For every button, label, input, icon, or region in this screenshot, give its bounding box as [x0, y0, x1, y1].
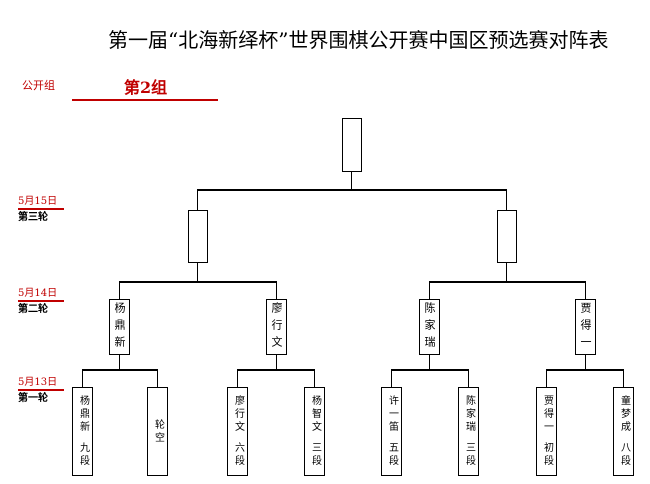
third-round-box-right	[497, 210, 517, 263]
first-round-box: 轮空	[147, 387, 168, 476]
player-name: 轮空	[152, 418, 164, 445]
player-name: 杨智文	[309, 395, 321, 434]
round-date: 5月15日	[18, 196, 58, 207]
round-name: 第二轮	[18, 304, 48, 315]
round-name: 第一轮	[18, 393, 48, 404]
second-round-box: 陈家瑞	[419, 299, 440, 355]
player-rank: 五段	[386, 442, 398, 468]
player-name: 廖行文	[232, 395, 244, 434]
first-round-box: 贾得一初段	[536, 387, 557, 476]
player-name: 陈家瑞	[423, 301, 436, 353]
first-round-box: 陈家瑞三段	[458, 387, 479, 476]
first-round-box: 童梦成八段	[613, 387, 634, 476]
round-label-second: 5月14日 第二轮	[18, 287, 64, 316]
player-name: 杨鼎新	[113, 301, 126, 353]
player-name: 贾得一	[579, 301, 592, 353]
round-label-first: 5月13日 第一轮	[18, 376, 64, 405]
second-round-box: 贾得一	[575, 299, 596, 355]
player-rank: 初段	[541, 442, 553, 468]
player-name: 陈家瑞	[463, 395, 475, 434]
player-rank: 三段	[463, 442, 475, 468]
third-round-box-left	[188, 210, 208, 263]
player-rank: 六段	[232, 442, 244, 468]
round-label-third: 5月15日 第三轮	[18, 195, 64, 224]
round-date: 5月13日	[18, 377, 58, 388]
division-label: 公开组	[22, 79, 55, 92]
final-box	[342, 118, 362, 172]
player-name: 许一笛	[386, 395, 398, 434]
player-rank: 八段	[618, 442, 630, 468]
first-round-box: 杨鼎新九段	[72, 387, 93, 476]
player-rank: 三段	[309, 442, 321, 468]
first-round-box: 杨智文三段	[304, 387, 325, 476]
second-round-box: 杨鼎新	[109, 299, 130, 355]
group-label: 第2组	[124, 78, 168, 97]
player-name: 童梦成	[618, 395, 630, 434]
player-name: 杨鼎新	[77, 395, 89, 434]
first-round-box: 廖行文六段	[227, 387, 248, 476]
round-date: 5月14日	[18, 288, 58, 299]
second-round-box: 廖行文	[266, 299, 287, 355]
first-round-box: 许一笛五段	[381, 387, 402, 476]
player-name: 贾得一	[541, 395, 553, 434]
page-title: 第一届“北海新绎杯”世界围棋公开赛中国区预选赛对阵表	[108, 28, 609, 52]
player-name: 廖行文	[270, 301, 283, 353]
round-name: 第三轮	[18, 212, 48, 223]
round-divider	[18, 389, 64, 391]
round-divider	[18, 208, 64, 210]
player-rank: 九段	[77, 442, 89, 468]
round-divider	[18, 300, 64, 302]
group-underline	[72, 99, 218, 101]
